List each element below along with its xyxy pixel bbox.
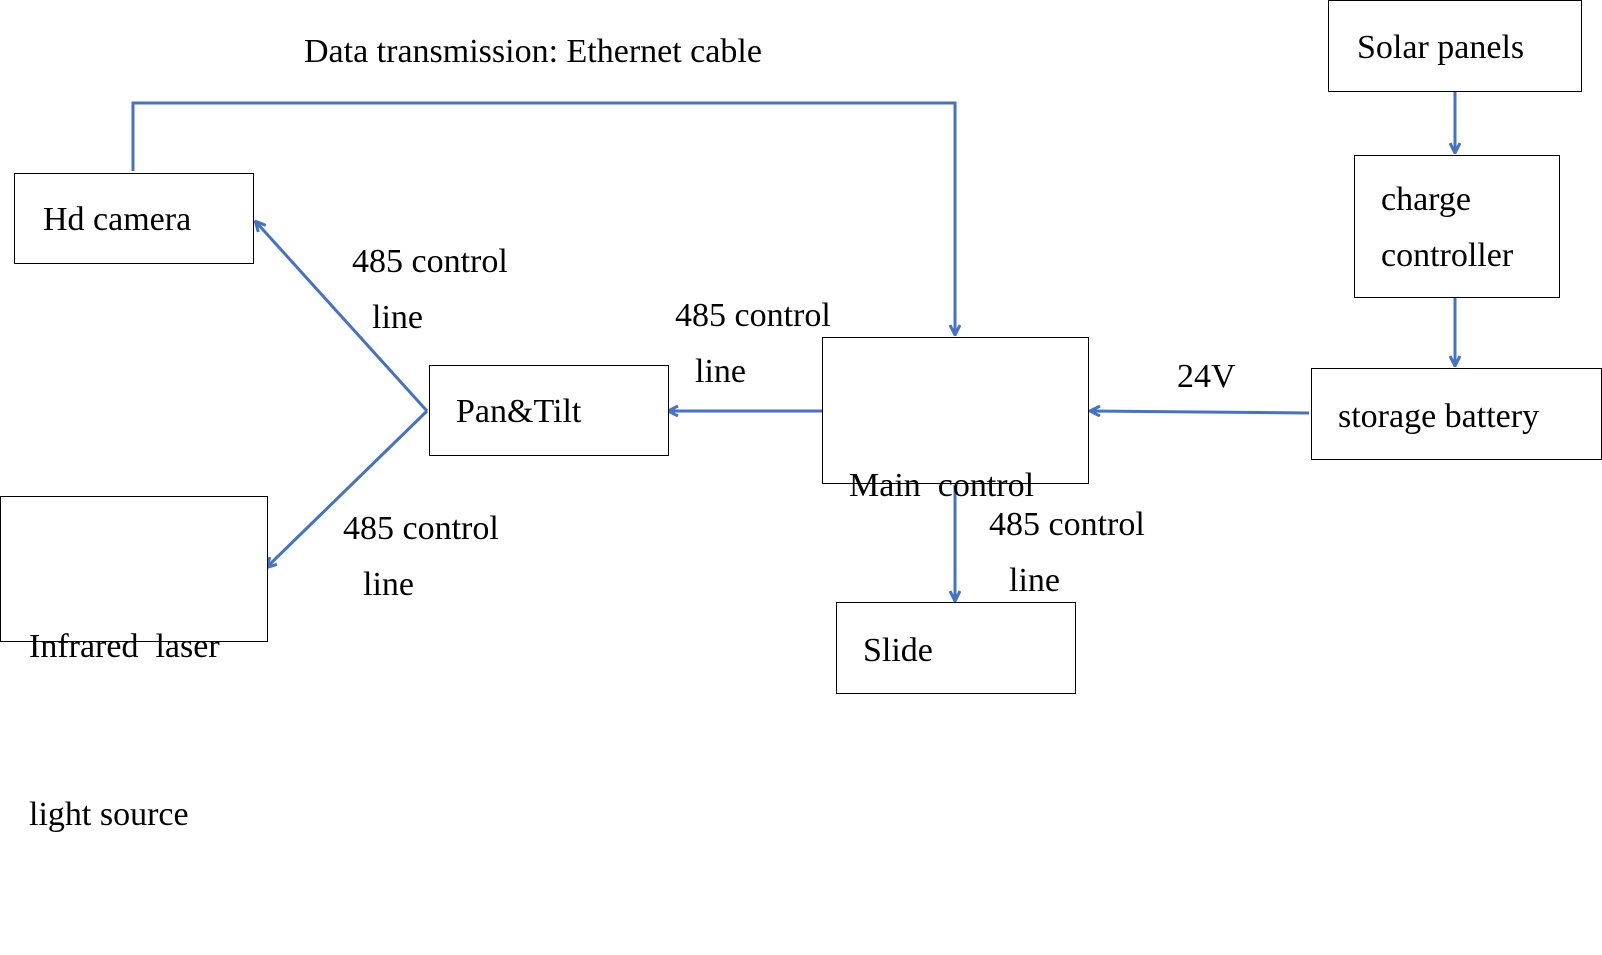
main-control-board-box: Main control board — [822, 337, 1089, 672]
slide-control-line-label: 485 control line — [989, 506, 1145, 599]
connection-diagram — [131, 92, 1602, 694]
hd-camera-box: Hd camera — [14, 173, 254, 264]
infrared-laser-box: Infrared laser light source — [0, 496, 268, 833]
charge-controller-label: charge controller — [1381, 181, 1514, 274]
battery-to-board-arrow — [1091, 411, 1310, 413]
pan-tilt-label: Pan&Tilt — [456, 393, 582, 430]
ethernet-connector — [131, 101, 955, 334]
solar-panels-label: Solar panels — [1357, 29, 1525, 66]
charge-controller-box: charge controller — [1354, 155, 1560, 298]
slide-label: Slide — [863, 632, 933, 669]
pan-tilt-box: Pan&Tilt — [429, 365, 669, 456]
infrared-laser-label: Infrared laser light source — [29, 628, 220, 833]
pantilt-to-camera-arrow — [256, 222, 429, 413]
pantilt-control-line-label: 485 control line — [675, 297, 831, 390]
ethernet-label: Data transmission: Ethernet cable — [304, 33, 762, 70]
laser-control-line-label: 485 control line — [343, 510, 499, 603]
pantilt-to-laser-arrow — [267, 409, 429, 567]
slide-box: Slide — [836, 602, 1076, 694]
camera-control-line-label: 485 control line — [352, 243, 508, 336]
hd-camera-label: Hd camera — [43, 201, 192, 238]
storage-battery-label: storage battery — [1338, 398, 1540, 435]
storage-battery-box: storage battery — [1311, 368, 1602, 460]
voltage-label: 24V — [1177, 358, 1236, 395]
solar-panels-box: Solar panels — [1328, 0, 1582, 92]
